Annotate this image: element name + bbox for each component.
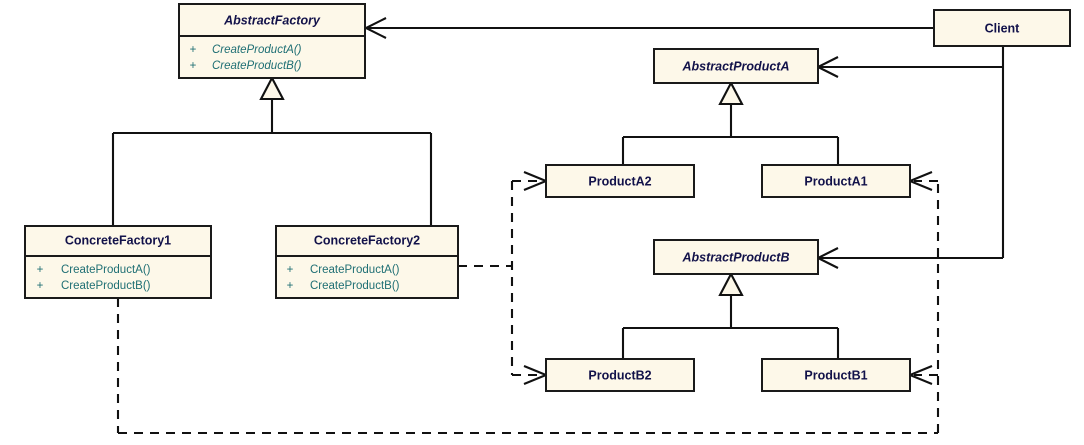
class-box-product-b1[interactable]: ProductB1 xyxy=(761,358,911,392)
visibility-marker: + xyxy=(37,280,44,292)
edge-dependency-concretefactory1 xyxy=(116,171,940,435)
visibility-marker: + xyxy=(37,264,44,276)
class-title-product-b2: ProductB2 xyxy=(588,368,651,382)
class-member-createproducta: CreateProductA() xyxy=(310,264,400,276)
edge-generalization-factories xyxy=(111,75,433,226)
class-box-abstract-product-a[interactable]: AbstractProductA xyxy=(653,48,819,84)
edge-generalization-productb xyxy=(621,271,840,361)
class-title-abstract-product-b: AbstractProductB xyxy=(682,250,790,264)
class-title-product-a1: ProductA1 xyxy=(804,174,867,188)
class-title-abstract-factory: AbstractFactory xyxy=(223,13,321,27)
class-member-createproducta: CreateProductA() xyxy=(212,44,302,56)
class-box-abstract-product-b[interactable]: AbstractProductB xyxy=(653,239,819,275)
class-box-concrete-factory-1[interactable]: ConcreteFactory1 + CreateProductA() + Cr… xyxy=(24,225,212,299)
visibility-marker: + xyxy=(190,60,197,72)
class-box-product-a2[interactable]: ProductA2 xyxy=(545,164,695,198)
edge-client-to-abstractfactory xyxy=(363,17,934,39)
class-member-createproducta: CreateProductA() xyxy=(61,264,151,276)
edge-client-to-abstractproducta xyxy=(815,56,1003,78)
visibility-marker: + xyxy=(190,44,197,56)
class-title-abstract-product-a: AbstractProductA xyxy=(682,59,790,73)
edge-client-to-abstractproductb xyxy=(815,247,1003,269)
class-title-concrete-factory-1: ConcreteFactory1 xyxy=(65,233,171,247)
class-title-product-a2: ProductA2 xyxy=(588,174,651,188)
visibility-marker: + xyxy=(287,264,294,276)
class-box-product-a1[interactable]: ProductA1 xyxy=(761,164,911,198)
class-title-client: Client xyxy=(985,21,1021,35)
class-member-createproductb: CreateProductB() xyxy=(61,280,151,292)
class-box-abstract-factory[interactable]: AbstractFactory + CreateProductA() + Cre… xyxy=(178,3,366,79)
class-member-createproductb: CreateProductB() xyxy=(212,60,302,72)
edge-dependency-concretefactory2 xyxy=(458,171,549,385)
class-box-concrete-factory-2[interactable]: ConcreteFactory2 + CreateProductA() + Cr… xyxy=(275,225,459,299)
class-box-product-b2[interactable]: ProductB2 xyxy=(545,358,695,392)
class-member-createproductb: CreateProductB() xyxy=(310,280,400,292)
visibility-marker: + xyxy=(287,280,294,292)
class-title-concrete-factory-2: ConcreteFactory2 xyxy=(314,233,420,247)
class-title-product-b1: ProductB1 xyxy=(804,368,867,382)
class-box-client[interactable]: Client xyxy=(933,9,1071,47)
edge-generalization-producta xyxy=(621,80,840,169)
